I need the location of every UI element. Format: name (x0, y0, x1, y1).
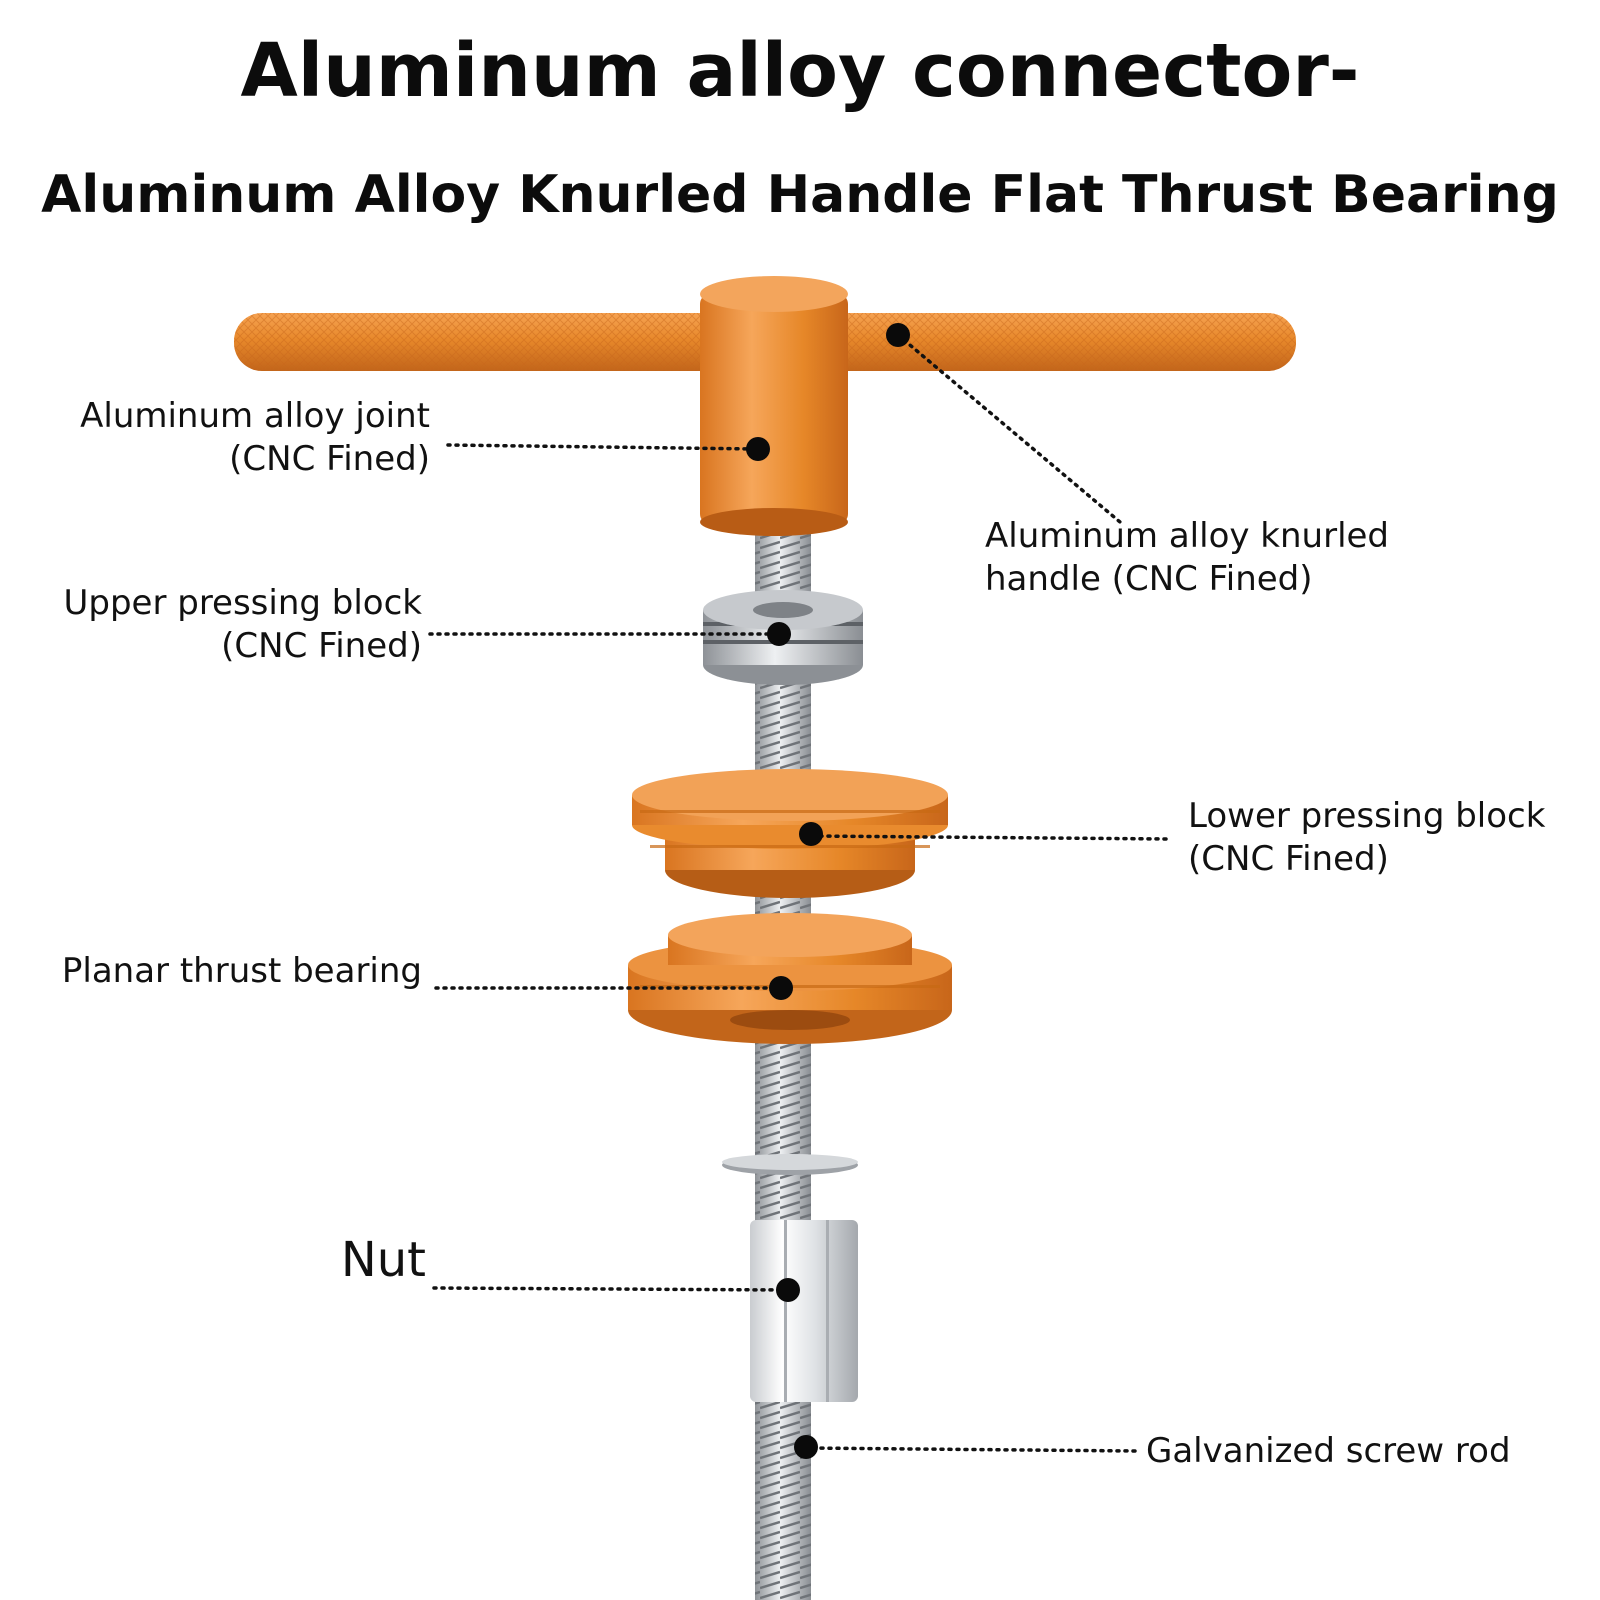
screw-rod (755, 505, 811, 1600)
marker-dots (746, 323, 910, 1459)
label-line: Aluminum alloy knurled (985, 516, 1390, 556)
label-line: (CNC Fined) (229, 439, 430, 479)
leader-nut (432, 1286, 788, 1292)
label-line: Upper pressing block (63, 583, 422, 623)
hex-nut (750, 1220, 858, 1402)
dot-handle (886, 323, 910, 347)
label-alloy-joint: Aluminum alloy joint (CNC Fined) (80, 395, 430, 481)
label-line: Planar thrust bearing (61, 951, 422, 991)
dot-rod (794, 1435, 818, 1459)
planar-thrust-bearing (628, 913, 952, 1044)
lower-pressing-block (632, 769, 948, 898)
label-line: handle (CNC Fined) (985, 559, 1313, 599)
label-screw-rod: Galvanized screw rod (1146, 1430, 1511, 1473)
dot-joint (746, 437, 770, 461)
label-line: (CNC Fined) (221, 626, 422, 666)
small-washer (722, 1154, 858, 1175)
leader-handle (896, 333, 1122, 524)
label-knurled-handle: Aluminum alloy knurled handle (CNC Fined… (985, 515, 1389, 601)
leader-lines (428, 333, 1172, 1453)
dot-planar (769, 976, 793, 1000)
label-line: Galvanized screw rod (1146, 1431, 1511, 1471)
label-nut: Nut (341, 1232, 426, 1288)
page-title: Aluminum alloy connector- (240, 28, 1360, 114)
label-line: Aluminum alloy joint (80, 396, 430, 436)
label-line: Nut (340, 1232, 426, 1288)
label-line: Lower pressing block (1188, 796, 1546, 836)
leader-joint (446, 443, 759, 451)
leader-lower (810, 834, 1172, 841)
dot-upper (767, 622, 791, 646)
leader-rod (803, 1446, 1138, 1453)
alloy-joint (700, 276, 848, 536)
page-subtitle: Aluminum Alloy Knurled Handle Flat Thrus… (41, 165, 1559, 225)
label-line: (CNC Fined) (1188, 839, 1389, 879)
label-upper-pressing-block: Upper pressing block (CNC Fined) (63, 582, 422, 668)
label-lower-pressing-block: Lower pressing block (CNC Fined) (1188, 795, 1545, 881)
dot-lower (799, 822, 823, 846)
dot-nut (776, 1278, 800, 1302)
label-planar-thrust-bearing: Planar thrust bearing (62, 950, 422, 993)
